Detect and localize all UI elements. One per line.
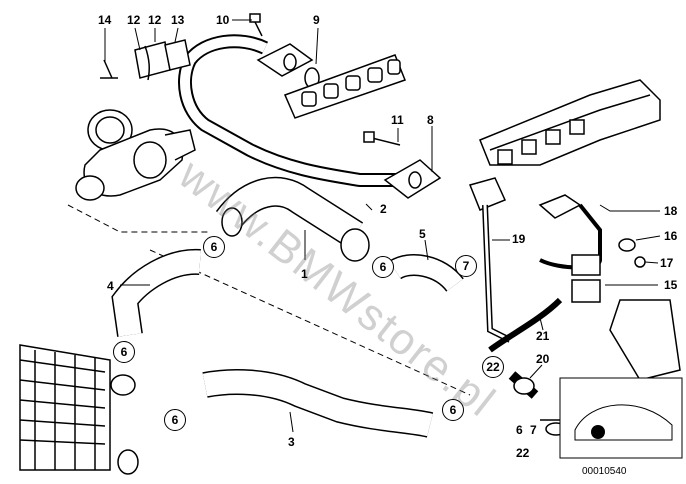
- callout-14: 14: [98, 13, 112, 27]
- key-22: 22: [516, 446, 530, 460]
- image-code: 00010540: [582, 466, 627, 477]
- callout-1: 1: [301, 267, 308, 281]
- callout-circle-6-hose3-right: 6: [442, 399, 464, 421]
- callout-12b: 12: [148, 13, 162, 27]
- key-7: 7: [530, 423, 537, 437]
- callout-circle-6-top: 6: [203, 236, 225, 258]
- turbocharger: [75, 109, 196, 201]
- callout-4: 4: [107, 279, 114, 293]
- callout-17: 17: [660, 256, 674, 270]
- key-6: 6: [516, 423, 523, 437]
- callout-20: 20: [536, 352, 550, 366]
- callout-circle-6-hose5: 6: [372, 256, 394, 278]
- callout-21: 21: [536, 329, 550, 343]
- intercooler: [19, 344, 139, 475]
- callout-15: 15: [664, 278, 678, 292]
- callout-3: 3: [288, 435, 295, 449]
- callout-8: 8: [427, 113, 434, 127]
- callout-18: 18: [664, 204, 678, 218]
- callout-circle-7: 7: [455, 255, 477, 277]
- callout-5: 5: [419, 227, 426, 241]
- callout-12a: 12: [127, 13, 141, 27]
- callout-circle-6-hose3-left: 6: [164, 409, 186, 431]
- callout-10: 10: [216, 13, 230, 27]
- callout-2: 2: [380, 202, 387, 216]
- hose-1: [215, 176, 370, 262]
- intake-manifold: [479, 79, 661, 166]
- upper-pipe: [178, 34, 400, 187]
- callout-circle-22: 22: [482, 356, 504, 378]
- callout-16: 16: [664, 229, 678, 243]
- callout-11: 11: [391, 113, 404, 127]
- callout-circle-6-intercooler: 6: [113, 341, 135, 363]
- callout-13: 13: [171, 13, 185, 27]
- callout-19: 19: [512, 232, 526, 246]
- callout-9: 9: [313, 13, 320, 27]
